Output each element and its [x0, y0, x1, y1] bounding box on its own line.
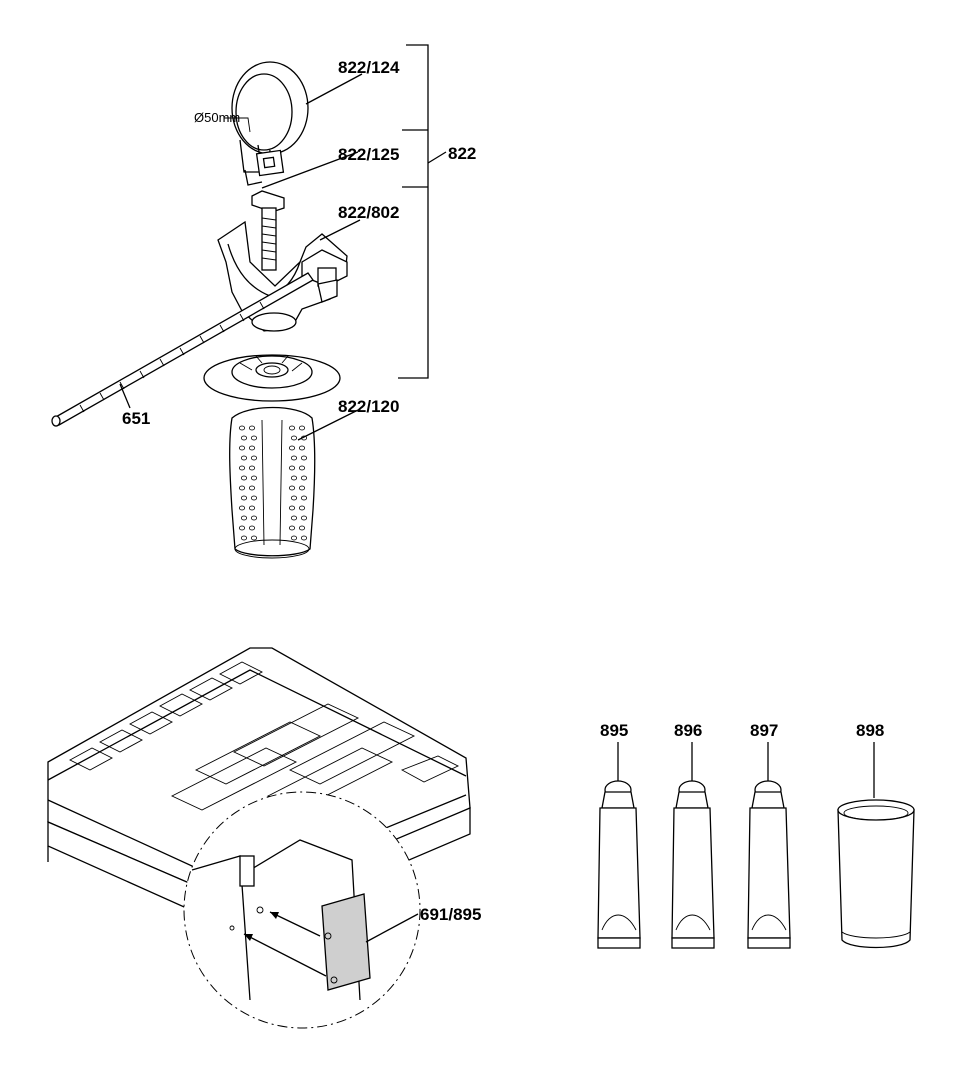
grip-dot [238, 505, 245, 511]
grip-dot [250, 455, 257, 461]
carrying-case: 691/895 [47, 647, 481, 1029]
label-diameter: Ø50mm [194, 110, 240, 125]
grip-dot [240, 475, 247, 481]
label-clamp-bolt: 822/125 [338, 145, 399, 164]
grip-dot [248, 445, 255, 451]
grip-dot [248, 425, 255, 431]
can-898: 898 [837, 721, 915, 949]
grip-dot [250, 535, 257, 541]
label-handle-grip: 822/120 [338, 397, 399, 416]
grip-dot [288, 425, 295, 431]
auxiliary-handle-assembly: 822/124 Ø50mm 822/125 822 822/802 822/12… [51, 44, 476, 559]
grip-dot [238, 465, 245, 471]
grip-dot [238, 485, 245, 491]
label-tube-897: 897 [750, 721, 778, 740]
grip-dot [238, 525, 245, 531]
grip-dot [298, 445, 305, 451]
grip-dot [298, 485, 305, 491]
grip-dot [250, 475, 257, 481]
label-tube-896: 896 [674, 721, 702, 740]
grip-dot [290, 455, 297, 461]
label-clamp-band: 822/124 [338, 58, 400, 77]
grip-dot [290, 515, 297, 521]
clamp-body [217, 220, 348, 332]
clamp-band [231, 61, 309, 186]
grip-dot [240, 495, 247, 501]
grip-dot [288, 505, 295, 511]
handle-grip [229, 406, 316, 559]
grip-dot [290, 495, 297, 501]
grip-dot [238, 445, 245, 451]
depth-rod [51, 272, 314, 427]
grip-dot [240, 535, 247, 541]
grip-dot [290, 535, 297, 541]
assembly-bracket [398, 44, 447, 379]
grip-dot [238, 425, 245, 431]
grip-dot [300, 515, 307, 521]
grip-dot [298, 525, 305, 531]
label-clamp-body: 822/802 [338, 203, 399, 222]
grip-dot [300, 495, 307, 501]
grip-dot [240, 455, 247, 461]
grip-dot [288, 465, 295, 471]
grip-dot [300, 535, 307, 541]
grip-dot [288, 445, 295, 451]
grip-dot [240, 435, 247, 441]
grip-dot [248, 465, 255, 471]
grip-dot [240, 515, 247, 521]
grip-dot [298, 425, 305, 431]
label-tube-895: 895 [600, 721, 628, 740]
depth-stop-disk [203, 354, 341, 402]
grip-texture [238, 425, 307, 541]
grip-dot [250, 515, 257, 521]
grip-dot [298, 505, 305, 511]
label-handle-assembly: 822 [448, 144, 476, 163]
clamp-bolt [251, 190, 285, 271]
grip-dot [300, 455, 307, 461]
grip-dot [248, 525, 255, 531]
grip-dot [290, 475, 297, 481]
grip-dot [288, 525, 295, 531]
grip-dot [248, 505, 255, 511]
tube-895: 895 [597, 721, 641, 949]
label-can-898: 898 [856, 721, 884, 740]
label-depth-rod: 651 [122, 409, 150, 428]
tube-897: 897 [747, 721, 791, 949]
grip-dot [290, 435, 297, 441]
grip-dot [250, 435, 257, 441]
grip-dot [288, 485, 295, 491]
grip-dot [300, 475, 307, 481]
label-case-insert: 691/895 [420, 905, 481, 924]
grip-dot [248, 485, 255, 491]
grip-dot [298, 465, 305, 471]
tube-896: 896 [671, 721, 715, 949]
grip-dot [250, 495, 257, 501]
